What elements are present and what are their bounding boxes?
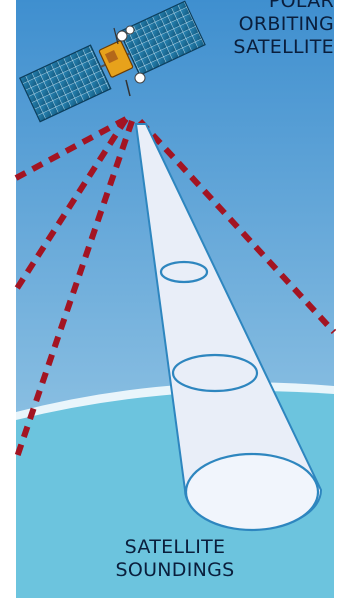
satellite-label-line: POLAR <box>204 0 334 13</box>
satellite-label-line: ORBITING <box>204 13 334 36</box>
soundings-label: SATELLITE SOUNDINGS <box>100 536 250 582</box>
soundings-label-line: SATELLITE <box>100 536 250 559</box>
sounding-ring-large <box>186 454 318 530</box>
soundings-label-line: SOUNDINGS <box>100 559 250 582</box>
satellite-antenna-dish <box>117 31 127 41</box>
satellite-label-line: SATELLITE <box>204 36 334 59</box>
satellite-label: POLAR ORBITING SATELLITE <box>204 0 334 59</box>
